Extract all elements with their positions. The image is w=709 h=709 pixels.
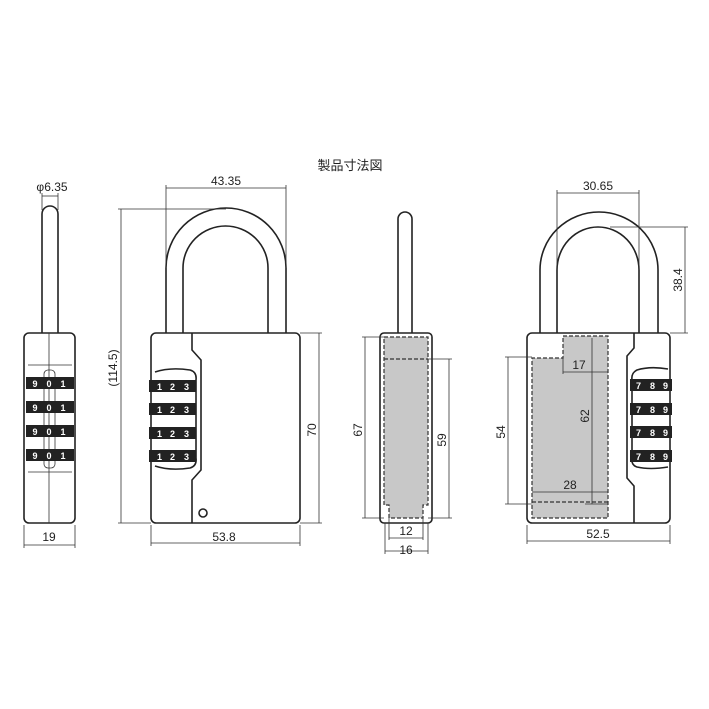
dim-notch-width: 17 bbox=[572, 358, 586, 372]
dial-digit: 3 bbox=[184, 382, 189, 392]
dim-shackle-diameter: φ6.35 bbox=[36, 180, 67, 194]
dim-total-height: (114.5) bbox=[106, 349, 120, 386]
dial-digit: 9 bbox=[32, 379, 37, 389]
dim-body-width: 53.8 bbox=[212, 530, 236, 544]
dial-digit: 9 bbox=[663, 381, 668, 391]
dial-digit: 7 bbox=[636, 405, 641, 415]
dial-digit: 3 bbox=[184, 452, 189, 462]
dial-digit: 1 bbox=[60, 451, 65, 461]
dial-digit: 7 bbox=[636, 381, 641, 391]
dial-digit: 9 bbox=[32, 427, 37, 437]
dim-shackle-clearance: 38.4 bbox=[671, 268, 685, 292]
dim-inner-width: 12 bbox=[399, 524, 413, 538]
dial-digit: 7 bbox=[636, 452, 641, 462]
dial-digit: 8 bbox=[650, 428, 655, 438]
dial-digit: 2 bbox=[170, 429, 175, 439]
side-view-right: 67 59 12 16 bbox=[351, 211, 452, 557]
dim-depth: 19 bbox=[42, 530, 56, 544]
dial-digit: 9 bbox=[32, 451, 37, 461]
dim-shackle-width: 43.35 bbox=[211, 174, 241, 188]
dim-compartment-height: 54 bbox=[494, 425, 508, 439]
dim-compartment-width: 28 bbox=[563, 478, 577, 492]
dim-inner-lower-height: 59 bbox=[435, 433, 449, 447]
dim-body-height: 70 bbox=[305, 423, 319, 437]
dial-digit: 0 bbox=[46, 403, 51, 413]
dim-body-width-back: 52.5 bbox=[586, 527, 610, 541]
dial-digit: 1 bbox=[157, 382, 162, 392]
dial-digit: 0 bbox=[46, 427, 51, 437]
dial-digit: 8 bbox=[650, 452, 655, 462]
dial-digit: 1 bbox=[157, 429, 162, 439]
dial-digit: 8 bbox=[650, 381, 655, 391]
dial-digit: 9 bbox=[32, 403, 37, 413]
dial-digit: 2 bbox=[170, 405, 175, 415]
dial-digit: 2 bbox=[170, 452, 175, 462]
dial-digit: 9 bbox=[663, 428, 668, 438]
dial-row-group bbox=[26, 377, 74, 461]
dial-digit: 0 bbox=[46, 451, 51, 461]
dial-digit: 3 bbox=[184, 405, 189, 415]
dial-digit: 7 bbox=[636, 428, 641, 438]
dim-outer-width: 16 bbox=[399, 543, 413, 557]
dial-digit: 2 bbox=[170, 382, 175, 392]
dial-digit: 1 bbox=[60, 379, 65, 389]
dial-digit: 1 bbox=[157, 405, 162, 415]
dial-digit: 3 bbox=[184, 429, 189, 439]
dial-digit: 9 bbox=[663, 452, 668, 462]
dim-inner-height: 67 bbox=[351, 423, 365, 437]
dial-digit: 8 bbox=[650, 405, 655, 415]
dial-digit: 1 bbox=[60, 427, 65, 437]
dial-digit: 1 bbox=[60, 403, 65, 413]
dial-digit: 0 bbox=[46, 379, 51, 389]
drawing-title: 製品寸法図 bbox=[317, 159, 382, 174]
dim-shackle-inner-width: 30.65 bbox=[583, 179, 613, 193]
dim-inner-height-back: 62 bbox=[578, 409, 592, 423]
dial-digit: 9 bbox=[663, 405, 668, 415]
dial-digit: 1 bbox=[157, 452, 162, 462]
